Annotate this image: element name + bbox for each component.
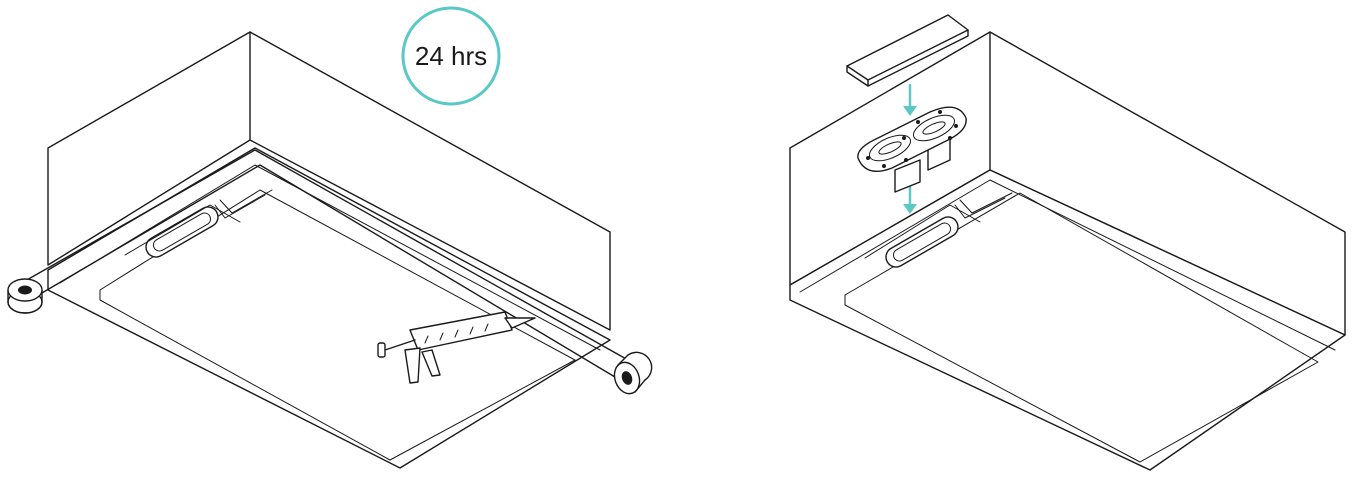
left-tray-rim — [99, 189, 576, 461]
caulk-gun-icon — [377, 311, 536, 384]
right-tray-rim — [844, 192, 1319, 463]
badge-label: 24 hrs — [415, 41, 487, 71]
drain-body-icon — [857, 106, 967, 193]
left-panel-tray-sealant — [7, 31, 653, 469]
right-drain-slot — [864, 192, 1013, 268]
drain-cover-icon — [846, 14, 969, 87]
tape-roll-icon — [7, 149, 653, 395]
right-tray-lip — [799, 179, 1336, 351]
right-panel-drain-install — [789, 14, 1346, 471]
badge-ring — [401, 6, 501, 106]
left-drain-slot — [124, 189, 273, 258]
clock-badge-icon: 24 hrs — [401, 6, 501, 106]
